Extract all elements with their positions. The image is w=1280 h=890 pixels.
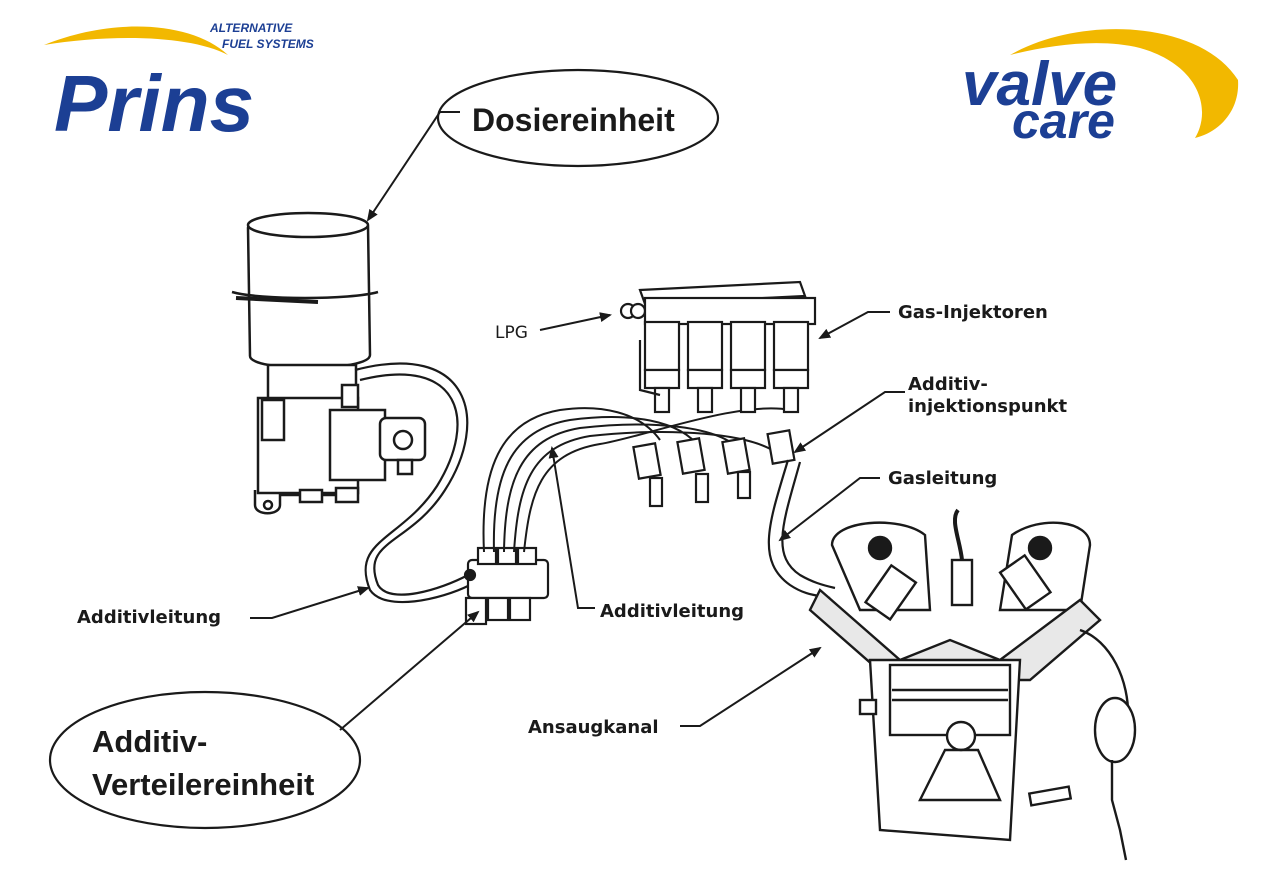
valvecare-swoosh-icon (1010, 29, 1239, 138)
prins-tagline-2: FUEL SYSTEMS (222, 37, 314, 51)
prins-logo: ALTERNATIVE FUEL SYSTEMS Prins (44, 21, 314, 148)
label-additive-injection-point-1: Additiv- (908, 374, 988, 395)
leader-additive-line-center (548, 446, 595, 609)
distributor-callout (48, 690, 362, 830)
leader-additive-injection-point (793, 391, 905, 454)
dosing-unit-callout (436, 68, 720, 168)
additive-lines-bundle (482, 407, 791, 553)
label-gas-injectors: Gas-Injektoren (898, 302, 1048, 323)
label-additive-injection-point-2: injektionspunkt (908, 396, 1067, 417)
additive-hose-drawing (354, 362, 471, 604)
engine-cross-section-drawing (808, 508, 1137, 861)
leader-intake-port (680, 646, 822, 727)
label-distributor-1: Additiv- (92, 724, 207, 759)
labels: Dosiereinheit LPG Gas-Injektoren Additiv… (77, 102, 1067, 802)
leader-lines (250, 111, 905, 731)
gas-injector-rail-drawing (619, 280, 817, 508)
label-lpg: LPG (495, 323, 528, 343)
gas-line-drawing (767, 459, 836, 600)
label-distributor-2: Verteilereinheit (92, 767, 314, 802)
prins-tagline-1: ALTERNATIVE (209, 21, 293, 35)
leader-additive-line-left (250, 586, 370, 619)
label-dosing-unit: Dosiereinheit (472, 102, 675, 138)
valvecare-line-1: valve (962, 50, 1117, 119)
dosing-unit-drawing (231, 211, 427, 515)
leader-gas-line (778, 477, 880, 542)
label-additive-line-center: Additivleitung (600, 601, 744, 622)
prins-wordmark: Prins (54, 59, 254, 148)
label-intake-port: Ansaugkanal (528, 717, 659, 738)
prins-swoosh-icon (44, 26, 228, 55)
label-gas-line: Gasleitung (888, 468, 997, 489)
leader-lpg (539, 312, 612, 331)
valvecare-logo: valve care (962, 29, 1239, 149)
leader-distributor (339, 610, 480, 731)
leader-dosing-unit (366, 111, 460, 222)
valvecare-line-2: care (1012, 93, 1115, 149)
leader-gas-injectors (818, 311, 890, 339)
label-additive-line-left: Additivleitung (77, 607, 221, 628)
